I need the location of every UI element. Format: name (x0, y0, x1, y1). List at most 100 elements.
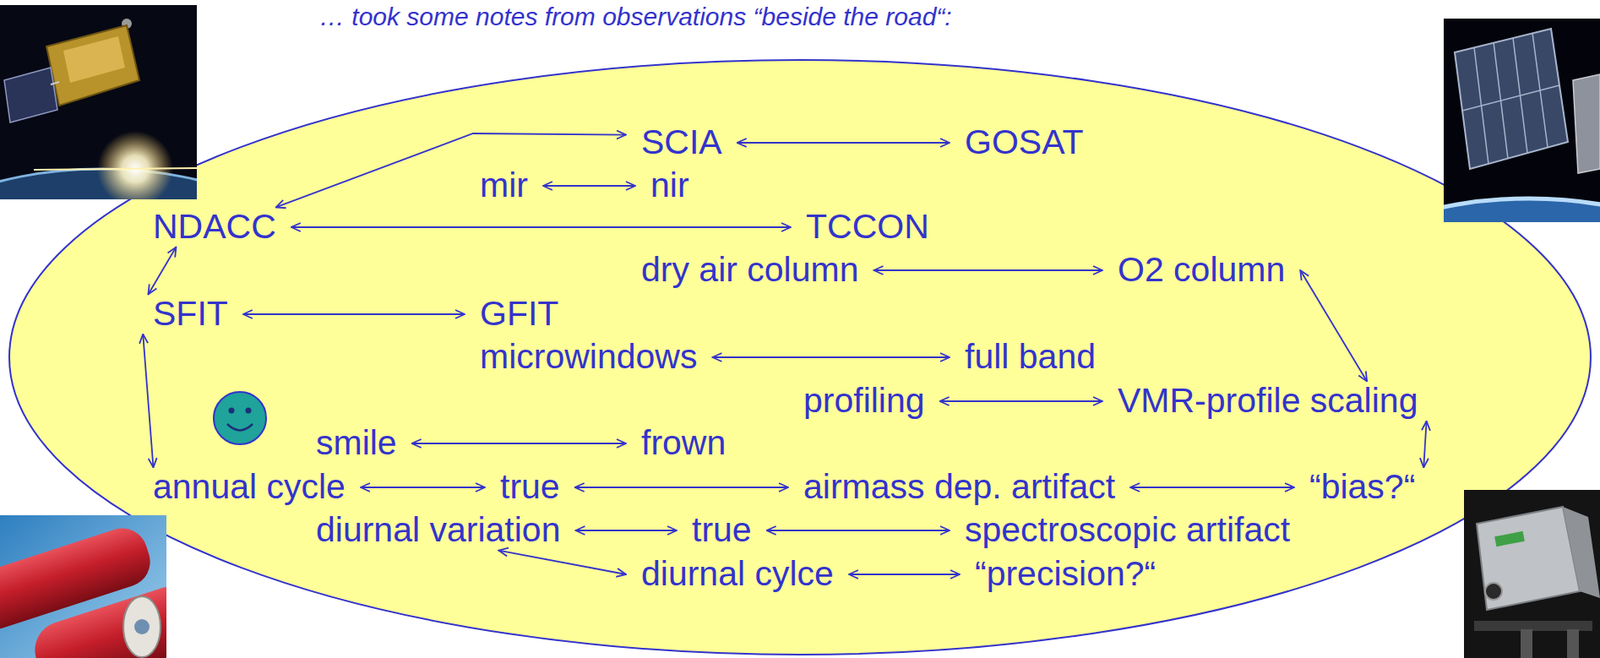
notes-ellipse (9, 59, 1591, 655)
term-node: dry air column (625, 250, 874, 290)
satellite-photo (1443, 18, 1600, 223)
connector-arrow (291, 226, 791, 229)
connector-arrow (147, 247, 176, 295)
term-node: profiling (788, 380, 941, 421)
term-node: GFIT (464, 293, 574, 334)
term-text: dry air column (641, 250, 859, 290)
term-text: full band (964, 337, 1096, 377)
connector-arrow (142, 334, 153, 469)
instrument-port (1485, 582, 1503, 600)
term-node: full band (949, 337, 1111, 377)
term-node: GOSAT (949, 122, 1099, 163)
connector-arrow (575, 486, 789, 489)
earth-limb (1443, 198, 1600, 223)
term-text: SCIA (641, 122, 723, 163)
sun-glare (97, 130, 174, 200)
connector-arrow (737, 141, 950, 144)
term-node: VMR-profile scaling (1102, 380, 1433, 421)
satellite-foil (63, 36, 126, 83)
term-node: NDACC (137, 206, 292, 247)
term-text: spectroscopic artifact (964, 510, 1290, 550)
term-text: microwindows (479, 337, 697, 377)
smiley-eye (245, 408, 252, 414)
term-node: TCCON (790, 206, 945, 247)
connector-arrow (1130, 486, 1295, 489)
term-node: O2 column (1102, 250, 1301, 290)
term-text: “bias?“ (1309, 467, 1415, 507)
term-node: diurnal variation (300, 510, 576, 550)
term-node: “bias?“ (1294, 467, 1431, 507)
term-text: diurnal variation (315, 510, 561, 550)
light-streak (33, 168, 197, 170)
solar-array (1454, 28, 1568, 169)
term-node: true (676, 510, 768, 550)
term-text: O2 column (1117, 250, 1285, 290)
connector-arrow (1300, 270, 1367, 381)
term-node: frown (625, 423, 741, 463)
smiley-disc (213, 391, 267, 445)
term-node: annual cycle (137, 467, 361, 507)
term-node: true (484, 467, 576, 507)
term-text: nir (650, 165, 690, 206)
instrument-photo (0, 515, 167, 658)
term-node: SCIA (625, 122, 738, 163)
instrument-label (1494, 531, 1525, 547)
instrument-box (1476, 506, 1580, 610)
connector-arrow (873, 269, 1103, 272)
term-node: “precision?“ (959, 554, 1171, 594)
satellite-photo (0, 5, 197, 200)
smiley-eye (228, 408, 235, 414)
term-text: true (691, 510, 752, 550)
mount-post (1520, 629, 1533, 658)
array-grid (1462, 85, 1560, 111)
smiley-mouth (227, 424, 253, 431)
term-text: frown (641, 423, 726, 463)
connector-arrow (1423, 421, 1426, 469)
instrument-side (1562, 506, 1600, 599)
term-node: smile (300, 423, 413, 463)
term-node: SFIT (137, 293, 244, 334)
photo-ground (1443, 18, 1600, 223)
instrument-photo (1463, 489, 1600, 658)
term-text: diurnal cylce (641, 554, 834, 594)
connector-arrow (243, 313, 465, 316)
connector-arrow (498, 550, 626, 575)
satellite-body (46, 25, 140, 106)
term-text: VMR-profile scaling (1117, 380, 1418, 421)
connector-arrow (712, 356, 950, 359)
connector-arrow (360, 486, 485, 489)
term-text: annual cycle (152, 467, 346, 507)
connector-arrow (412, 442, 626, 445)
term-text: mir (479, 165, 528, 206)
term-text: airmass dep. artifact (803, 467, 1116, 507)
slide-title: … took some notes from observations “bes… (319, 2, 953, 31)
panel-arm (50, 81, 60, 85)
term-text: smile (315, 423, 398, 463)
term-node: microwindows (464, 337, 713, 377)
term-text: SFIT (152, 293, 229, 334)
satellite-body (1572, 74, 1600, 174)
term-node: airmass dep. artifact (788, 467, 1131, 507)
term-text: TCCON (805, 206, 930, 247)
red-cylinder (27, 579, 167, 658)
connector-arrow (575, 529, 677, 532)
connector-arrow (848, 573, 960, 576)
smiley-face (213, 391, 267, 445)
earth (1443, 198, 1600, 223)
term-text: GOSAT (964, 122, 1083, 163)
term-node: spectroscopic artifact (949, 510, 1306, 550)
term-text: profiling (803, 380, 926, 421)
term-text: GFIT (479, 293, 559, 334)
term-node: nir (635, 165, 705, 206)
cylinder-cap (123, 596, 161, 658)
cylinder-valve (134, 619, 150, 635)
connector-arrow (543, 185, 636, 187)
term-node: mir (464, 165, 544, 206)
connector-arrow (276, 133, 626, 207)
term-node: diurnal cylce (625, 554, 849, 594)
term-text: NDACC (152, 206, 277, 247)
term-text: true (500, 467, 561, 507)
connector-arrow (767, 529, 950, 532)
connector-arrow (940, 400, 1103, 403)
solar-panel (4, 67, 58, 123)
